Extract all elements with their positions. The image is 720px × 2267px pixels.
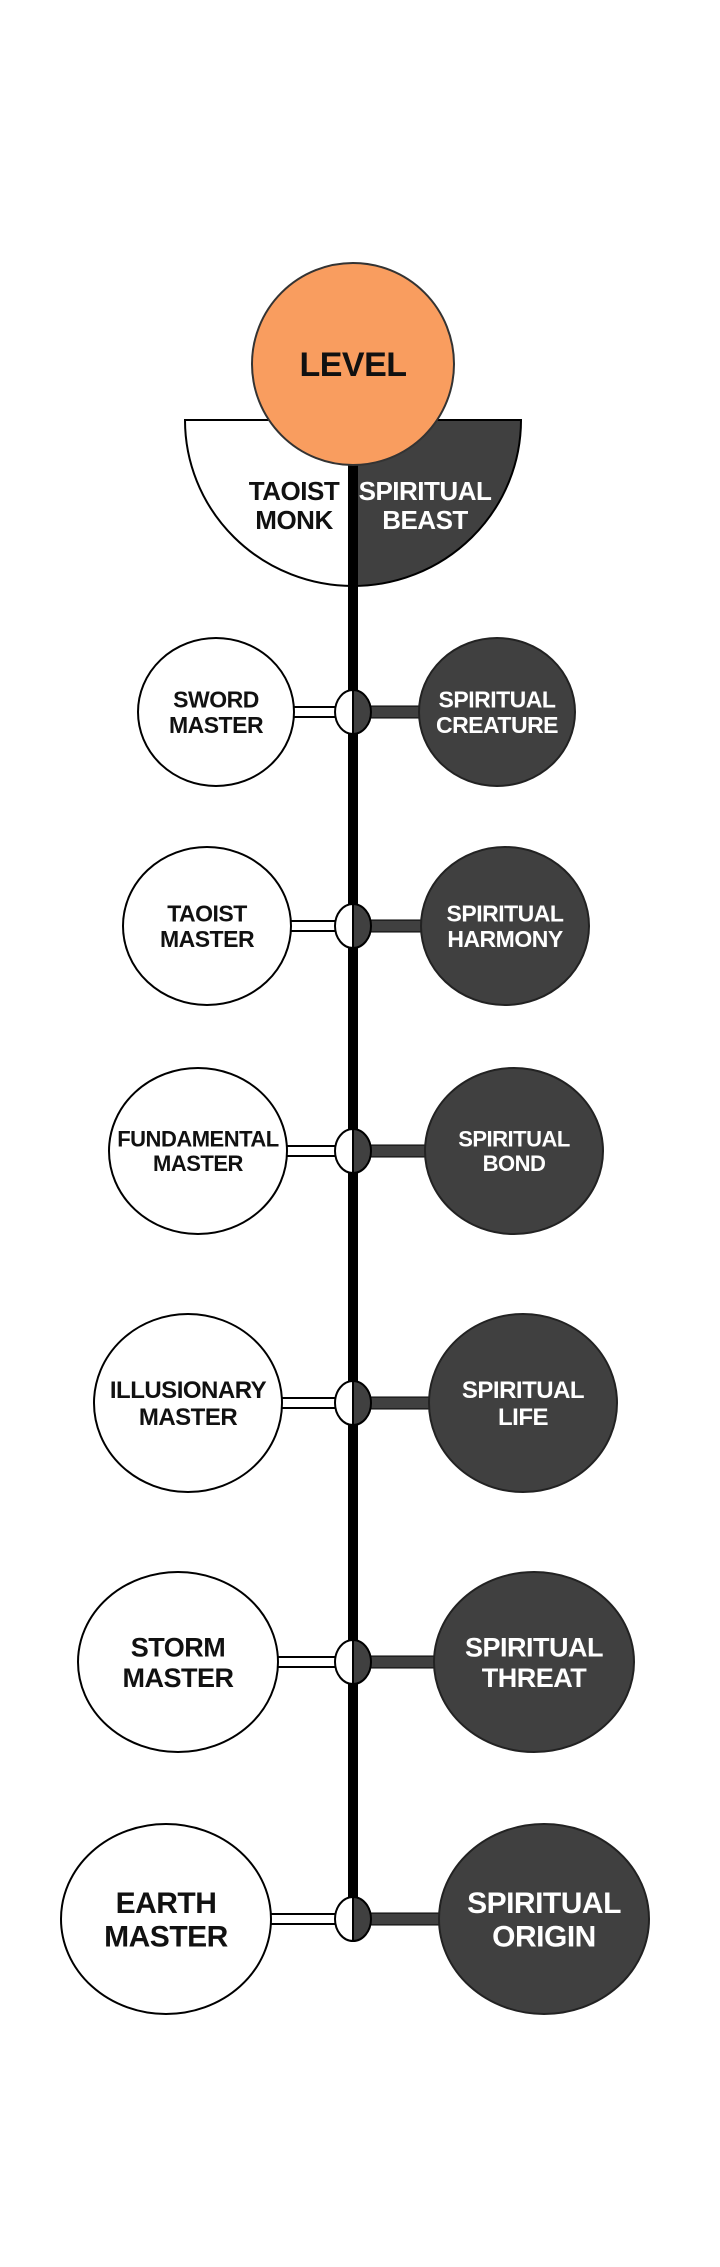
level-label: LEVEL xyxy=(299,346,407,384)
taoist-rank-circle xyxy=(122,846,292,1006)
beast-rank-circle xyxy=(438,1823,650,2015)
taoist-rank-label-line: TAOIST xyxy=(167,900,247,926)
junction-node-right xyxy=(352,902,372,950)
taoist-rank-label-line: MASTER xyxy=(160,926,255,952)
beast-rank-label-line: ORIGIN xyxy=(492,1921,596,1954)
taoist-rank-label-line: ILLUSIONARY xyxy=(110,1377,267,1404)
beast-rank-circle xyxy=(420,846,590,1006)
junction-node-left xyxy=(334,902,354,950)
beast-rank-circle xyxy=(428,1313,618,1493)
taoist-rank-label-line: MASTER xyxy=(139,1404,238,1431)
junction-node-left xyxy=(334,1638,354,1686)
beast-rank-label-line: HARMONY xyxy=(447,926,562,952)
taoist-rank-label-line: STORM xyxy=(131,1633,226,1663)
taoist-rank-circle xyxy=(93,1313,283,1493)
taoist-rank-label-line: FUNDAMENTAL xyxy=(117,1127,279,1152)
taoist-rank-circle xyxy=(137,637,295,787)
beast-rank-label-line: BOND xyxy=(483,1151,546,1176)
beast-rank-label-line: SPIRITUAL xyxy=(465,1633,603,1663)
taoist-rank-label-line: MASTER xyxy=(123,1663,234,1693)
taoist-rank-label-line: MASTER xyxy=(104,1921,229,1954)
beast-rank-circle xyxy=(418,637,576,787)
taoist-rank-label-line: EARTH xyxy=(116,1887,217,1920)
beast-rank-label-line: CREATURE xyxy=(436,712,558,738)
taoist-rank-circle xyxy=(108,1067,288,1235)
junction-node-left xyxy=(334,688,354,736)
spiritual-beast-label-line: SPIRITUAL xyxy=(359,476,492,506)
junction-node-right xyxy=(352,688,372,736)
timeline-spine xyxy=(348,440,358,1920)
junction-node-left xyxy=(334,1895,354,1943)
beast-rank-label-line: LIFE xyxy=(498,1404,548,1431)
spiritual-beast-half xyxy=(352,419,523,588)
junction-node-left xyxy=(334,1127,354,1175)
taoist-rank-label-line: MASTER xyxy=(153,1151,244,1176)
beast-rank-label-line: SPIRITUAL xyxy=(439,686,556,712)
junction-node-right xyxy=(352,1895,372,1943)
level-circle xyxy=(251,262,455,466)
level-label-line: LEVEL xyxy=(299,346,406,384)
taoist-monk-label-line: MONK xyxy=(255,505,333,535)
junction-node-right xyxy=(352,1379,372,1427)
taoist-rank-label-line: MASTER xyxy=(169,712,264,738)
beast-rank-label-line: THREAT xyxy=(482,1663,587,1693)
spiritual-beast-label-line: BEAST xyxy=(382,505,468,535)
beast-rank-label-line: SPIRITUAL xyxy=(458,1127,570,1152)
taoist-monk-label-line: TAOIST xyxy=(249,476,340,506)
beast-rank-label-line: SPIRITUAL xyxy=(447,900,564,926)
taoist-rank-label-line: SWORD xyxy=(173,686,259,712)
beast-rank-label-line: SPIRITUAL xyxy=(467,1887,621,1920)
taoist-rank-circle xyxy=(77,1571,279,1753)
junction-node-left xyxy=(334,1379,354,1427)
junction-node-right xyxy=(352,1638,372,1686)
beast-rank-label-line: SPIRITUAL xyxy=(462,1377,584,1404)
beast-rank-circle xyxy=(433,1571,635,1753)
taoist-monk-half xyxy=(183,419,354,588)
taoist-rank-circle xyxy=(60,1823,272,2015)
junction-node-right xyxy=(352,1127,372,1175)
beast-rank-circle xyxy=(424,1067,604,1235)
